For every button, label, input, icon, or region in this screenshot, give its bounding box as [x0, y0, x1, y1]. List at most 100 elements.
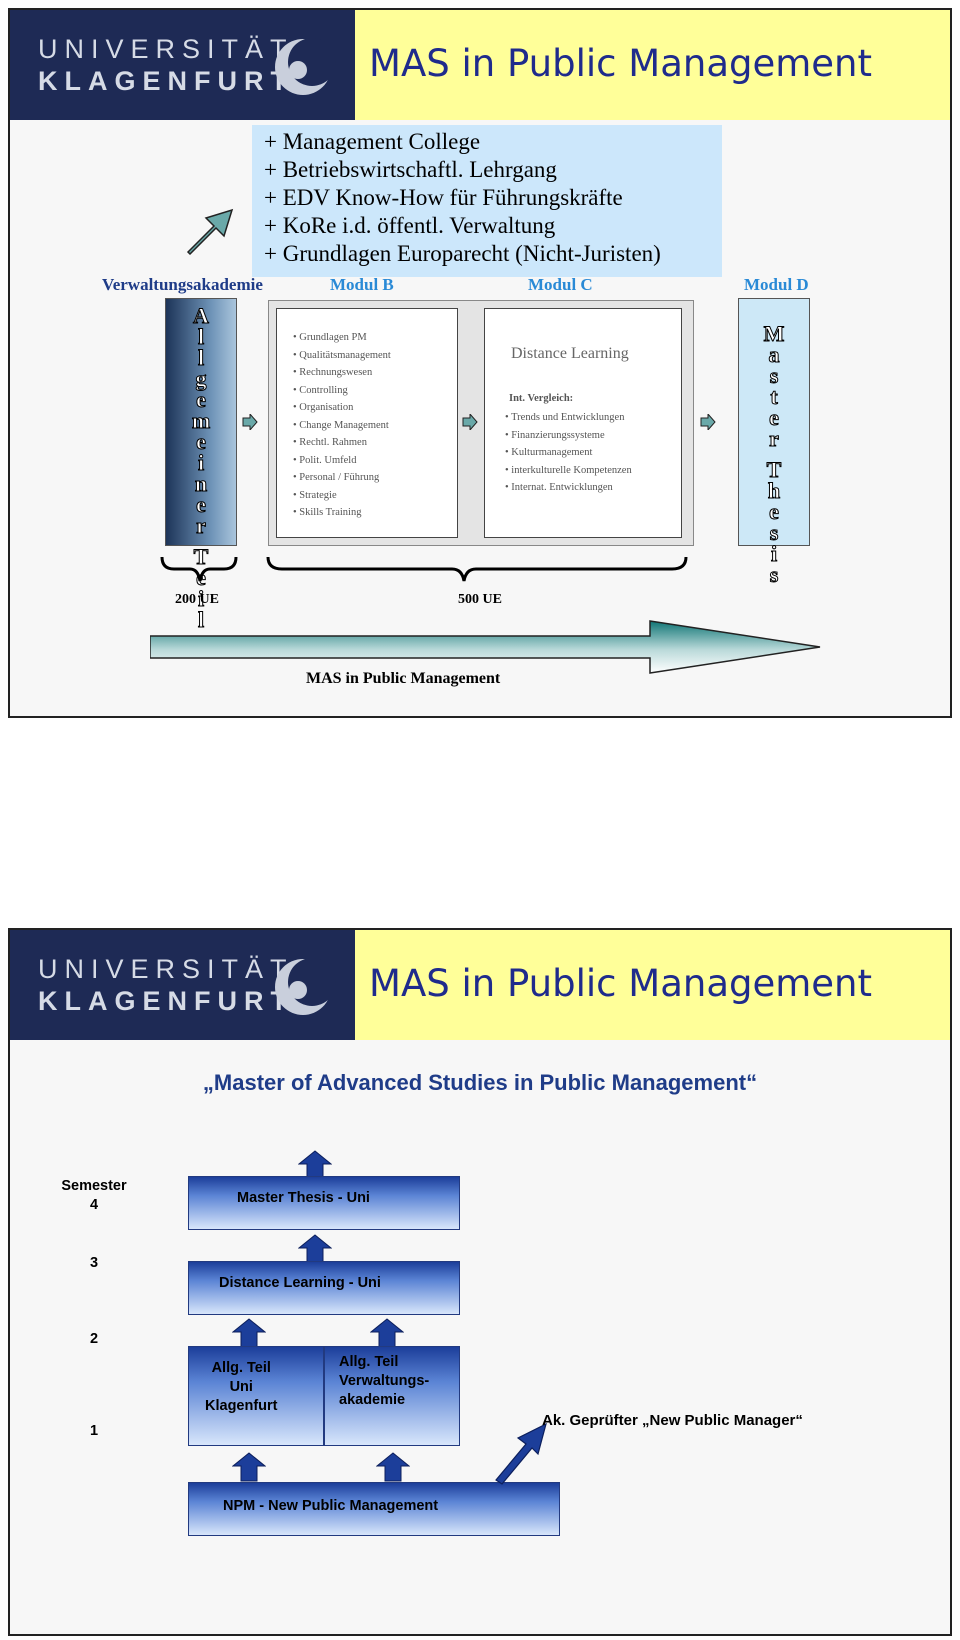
up-arrow-icon [376, 1452, 410, 1482]
list-item: • interkulturelle Kompetenzen [505, 464, 632, 476]
list-item: • Rechtl. Rahmen [293, 437, 367, 448]
column-letter: h [767, 478, 781, 503]
column-letter: s [769, 520, 779, 545]
slide-2: UNIVERSITÄT KLAGENFURT MAS in Public Man… [8, 928, 952, 1636]
column-letter: e [196, 492, 207, 517]
slide-1: UNIVERSITÄT KLAGENFURT MAS in Public Man… [8, 8, 952, 718]
master-thesis-bar: Master Thesis - Uni [188, 1176, 460, 1230]
column-letter: e [196, 387, 207, 412]
braces [160, 556, 688, 582]
module-label-verwaltungsakademie: Verwaltungsakademie [102, 275, 263, 294]
list-item: • Skills Training [293, 507, 362, 518]
allg-teil-uni-bar: Allg. Teil Uni Klagenfurt [188, 1346, 324, 1446]
mas-progress-arrow-icon [150, 620, 821, 674]
semester-word: Semester [61, 1178, 127, 1194]
module-label-c: Modul C [528, 275, 593, 294]
column-letter: A [193, 303, 210, 328]
diagonal-up-arrow-icon [186, 208, 234, 256]
column-letter: i [197, 450, 205, 475]
program-subtitle: „Master of Advanced Studies in Public Ma… [202, 1070, 758, 1095]
list-item: • Internat. Entwicklungen [505, 482, 613, 493]
list-item: • Qualitätsmanagement [293, 349, 391, 361]
npm-bar: NPM - New Public Management [188, 1482, 560, 1536]
up-arrow-icon [232, 1318, 266, 1348]
column-letter: l [197, 324, 205, 349]
distance-learning-bar-label: Distance Learning - Uni [219, 1275, 381, 1291]
master-thesis-bar-label: Master Thesis - Uni [237, 1190, 370, 1206]
list-item: • Personal / Führung [293, 472, 380, 483]
list-item: • Trends und Entwicklungen [505, 412, 625, 423]
distance-learning-title: Distance Learning [511, 345, 629, 362]
diagonal-up-arrow-icon [495, 1422, 547, 1485]
semester-3-label: 3 [89, 1255, 99, 1271]
addition-item: + Betriebswirtschaftl. Lehrgang [264, 157, 557, 182]
module-label-b: Modul B [330, 275, 394, 294]
ak-certificate-label: Ak. Geprüfter „New Public Manager“ [542, 1412, 803, 1429]
distance-learning-bar: Distance Learning - Uni [188, 1261, 460, 1315]
up-arrow-icon [232, 1452, 266, 1482]
university-logo: UNIVERSITÄT KLAGENFURT [10, 930, 355, 1040]
allg-teil-verwaltungsakademie-label: Allg. Teil Verwaltungs- akademie [339, 1354, 430, 1408]
right-arrow-icon [700, 414, 716, 430]
column-letter: s [769, 363, 779, 388]
column-letter: M [763, 321, 785, 346]
column-letter: i [197, 586, 205, 611]
up-arrow-icon [298, 1234, 332, 1264]
addition-item: + Management College [264, 129, 481, 154]
column-letter: l [197, 345, 205, 370]
slide-header: UNIVERSITÄT KLAGENFURT MAS in Public Man… [10, 930, 950, 1040]
int-vergleich-heading: Int. Vergleich: [509, 393, 574, 404]
additions-box: + Management College + Betriebswirtschaf… [252, 125, 722, 277]
column-letter: m [191, 408, 211, 433]
ue-500-label: 500 UE [458, 592, 502, 607]
column-letter: l [197, 607, 205, 632]
slide-title: MAS in Public Management [369, 962, 872, 1005]
list-item: • Grundlagen PM [293, 332, 367, 343]
list-item: • Strategie [293, 489, 337, 501]
list-item: • Change Management [293, 419, 389, 431]
column-letter: e [769, 405, 780, 430]
logo-line-2: KLAGENFURT [38, 986, 294, 1016]
module-c-box: Distance Learning Int. Vergleich: • Tren… [484, 308, 682, 538]
logo-line-1: UNIVERSITÄT [38, 34, 294, 64]
list-item: • Finanzierungssysteme [505, 429, 605, 441]
list-item: • Rechnungswesen [293, 367, 373, 378]
column-letter: T [766, 457, 782, 482]
semester-label: Semester 4 [54, 1178, 134, 1213]
slide-title: MAS in Public Management [369, 42, 872, 85]
column-letter: t [770, 384, 778, 409]
column-letter: r [769, 426, 780, 451]
allg-teil-uni-label: Allg. Teil Uni Klagenfurt [205, 1360, 278, 1414]
npm-bar-label: NPM - New Public Management [223, 1498, 439, 1514]
addition-item: + KoRe i.d. öffentl. Verwaltung [264, 213, 556, 238]
ue-200-label: 200 UE [175, 592, 219, 607]
moon-emblem-icon [275, 38, 336, 95]
column-letter: r [196, 513, 207, 538]
right-arrow-icon [242, 414, 258, 430]
module-b-box: • Grundlagen PM • Qualitätsmanagement • Re… [276, 308, 458, 538]
addition-item: + Grundlagen Europarecht (Nicht-Juristen… [264, 241, 661, 266]
up-arrow-icon [370, 1318, 404, 1348]
column-letter: n [194, 471, 208, 496]
semester-1-label: 1 [89, 1423, 99, 1439]
column-letter: s [769, 562, 779, 587]
addition-item: + EDV Know-How für Führungskräfte [264, 185, 623, 210]
moon-emblem-icon [275, 958, 336, 1015]
column-letter: e [769, 499, 780, 524]
university-logo: UNIVERSITÄT KLAGENFURT [10, 10, 355, 120]
column-letter: a [768, 342, 780, 367]
logo-line-1: UNIVERSITÄT [38, 954, 294, 984]
semester-2-label: 2 [89, 1331, 99, 1347]
list-item: • Organisation [293, 402, 354, 413]
semester-4-label: 4 [89, 1197, 99, 1213]
list-item: • Polit. Umfeld [293, 454, 357, 466]
column-letter: e [196, 429, 207, 454]
module-b-list: • Grundlagen PM • Qualitätsmanagement • Re… [293, 329, 391, 522]
column-letter: T [193, 544, 209, 569]
logo-line-2: KLAGENFURT [38, 66, 294, 96]
column-letter: g [195, 366, 207, 391]
